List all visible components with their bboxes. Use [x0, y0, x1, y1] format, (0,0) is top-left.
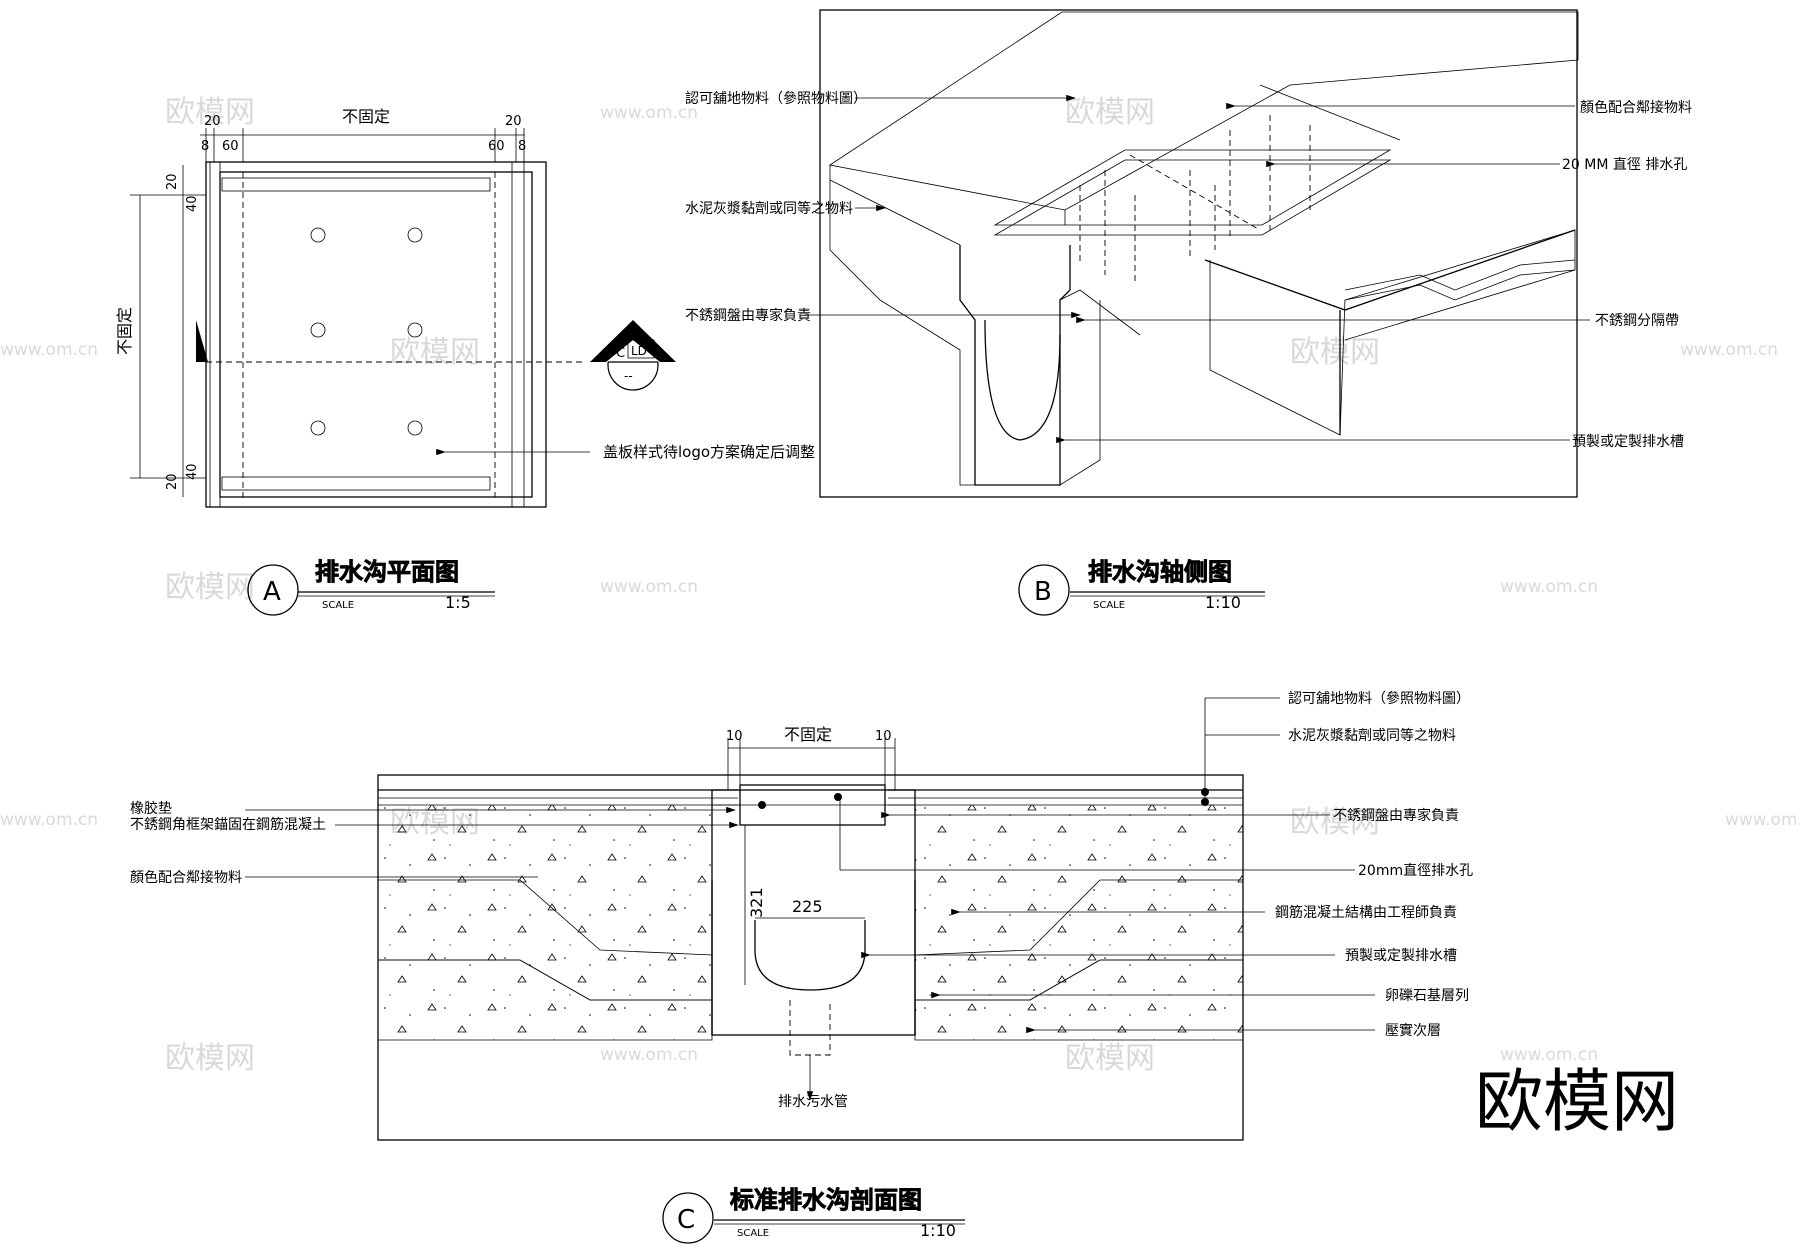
dim-8: 8: [201, 139, 209, 154]
title-b-letter: B: [1034, 577, 1052, 607]
watermark-url: www.om.cn: [600, 1045, 698, 1065]
axon-label-paving: 認可舖地物料（參照物料圖）: [685, 91, 867, 107]
plan-outer-frame: [205, 161, 547, 508]
title-c-letter: C: [677, 1205, 695, 1235]
dim-20: 20: [204, 114, 221, 129]
dim-10: 10: [875, 729, 892, 744]
title-b-name: 排水沟轴侧图: [1088, 558, 1232, 586]
watermark-text: 欧模网: [1290, 805, 1380, 840]
title-a: A 排水沟平面图 SCALE 1:5: [247, 558, 495, 616]
title-c-scale: 1:10: [920, 1221, 956, 1240]
watermark-url: www.om.cn: [1500, 1045, 1598, 1065]
section-right-label-paving: 認可舖地物料（參照物料圖）: [1288, 691, 1470, 707]
plan-side-dim: 不固定: [115, 307, 134, 355]
title-c-scale-label: SCALE: [737, 1228, 769, 1239]
watermark-url: www.om.cn: [600, 577, 698, 597]
watermark-url: www.om.cn: [600, 103, 698, 123]
watermark-text: 欧模网: [390, 335, 480, 370]
title-b-scale: 1:10: [1205, 593, 1241, 612]
dim-225: 225: [792, 897, 823, 916]
section-mark-code: LD: [631, 344, 647, 358]
plan-top-dim: 不固定: [342, 107, 390, 126]
axon-label-mortar: 水泥灰漿黏劑或同等之物料: [685, 200, 853, 217]
section-mark-letter: C: [616, 346, 625, 361]
watermark-text: 欧模网: [1065, 1041, 1155, 1076]
watermark-text: 欧模网: [165, 95, 255, 130]
axon-label-steel-tray: 不銹鋼盤由專家負責: [685, 307, 811, 324]
section-pipe-label: 排水污水管: [778, 1094, 848, 1110]
section-right-label-tray: 不銹鋼盤由專家負責: [1333, 807, 1459, 824]
section-right-label-hole: 20mm直徑排水孔: [1358, 862, 1473, 879]
watermark-text: 欧模网: [1065, 95, 1155, 130]
axon-frame: [819, 9, 1578, 498]
section-mark-sub: --: [624, 369, 633, 383]
title-c: C 标准排水沟剖面图 SCALE 1:10: [662, 1186, 965, 1244]
watermark-url: www.om.cn: [0, 340, 98, 360]
plan-cover-plate: [219, 171, 533, 498]
axon-label-color-match: 顏色配合鄰接物料: [1580, 99, 1692, 116]
dim-60: 60: [488, 139, 505, 154]
axon-label-separator: 不銹鋼分隔帶: [1595, 313, 1679, 329]
title-a-scale: 1:5: [445, 593, 471, 612]
brand-logo: 欧模网: [1475, 1063, 1679, 1142]
section-right-label-channel: 預製或定製排水槽: [1345, 948, 1457, 964]
dim-20: 20: [165, 473, 180, 490]
axonometric-view: 認可舖地物料（參照物料圖） 水泥灰漿黏劑或同等之物料 不銹鋼盤由專家負責 顏色配…: [685, 9, 1692, 616]
section-arrow: [196, 320, 208, 362]
watermark-url: www.om.cn: [1680, 340, 1778, 360]
title-a-scale-label: SCALE: [322, 600, 354, 611]
dim-10: 10: [726, 729, 743, 744]
watermark-url: www.om.cn: [0, 810, 98, 830]
title-b-scale-label: SCALE: [1093, 600, 1125, 611]
title-c-name: 标准排水沟剖面图: [730, 1186, 922, 1214]
watermark-text: 欧模网: [165, 1041, 255, 1076]
watermark-text: 欧模网: [165, 570, 255, 605]
section-right-label-gravel: 卵礫石基層列: [1385, 987, 1469, 1004]
title-a-letter: A: [263, 577, 281, 607]
watermark-text: 欧模网: [1290, 335, 1380, 370]
section-mark: C LD --: [590, 320, 676, 391]
section-left-label-color: 顏色配合鄰接物料: [130, 869, 242, 886]
plan-view: 不固定 20 8 60 20 60 8 不固定 20 40 20 40 盖板样式…: [115, 107, 815, 616]
dim-8: 8: [518, 139, 526, 154]
plan-note: 盖板样式待logo方案确定后调整: [603, 443, 815, 461]
watermark-url: www.om.cn: [1500, 577, 1598, 597]
title-a-name: 排水沟平面图: [315, 558, 459, 586]
section-right-label-concrete: 鋼筋混凝土結構由工程師負責: [1275, 904, 1457, 921]
section-left-label-angle: 不銹鋼角框架錨固在鋼筋混凝土: [130, 816, 326, 833]
axon-label-channel: 預製或定製排水槽: [1572, 434, 1684, 450]
dim-20: 20: [165, 173, 180, 190]
section-cover-plate: [739, 784, 886, 826]
section-right-label-mortar: 水泥灰漿黏劑或同等之物料: [1288, 727, 1456, 744]
watermarks: 欧模网 www.om.cn 欧模网 欧模网 www.om.cn 欧模网 www.…: [0, 95, 1800, 1142]
section-right-label-compacted: 壓實次層: [1385, 1022, 1441, 1039]
dim-40: 40: [185, 195, 200, 212]
dim-321: 321: [747, 887, 766, 918]
section-top-dim: 不固定: [784, 725, 832, 744]
drain-holes: [310, 227, 423, 436]
title-b: B 排水沟轴侧图 SCALE 1:10: [1018, 558, 1265, 616]
dim-20: 20: [505, 114, 522, 129]
axon-label-drain-hole: 20 MM 直徑 排水孔: [1562, 156, 1687, 173]
section-view: 不固定 10 10 225 321 橡胶垫 不銹鋼角框架錨固在鋼筋混凝土 顏色配…: [130, 691, 1473, 1244]
dim-60: 60: [222, 139, 239, 154]
section-left-label-rubber: 橡胶垫: [130, 800, 172, 817]
watermark-url: www.om.cn: [1725, 810, 1800, 830]
dim-40: 40: [185, 463, 200, 480]
